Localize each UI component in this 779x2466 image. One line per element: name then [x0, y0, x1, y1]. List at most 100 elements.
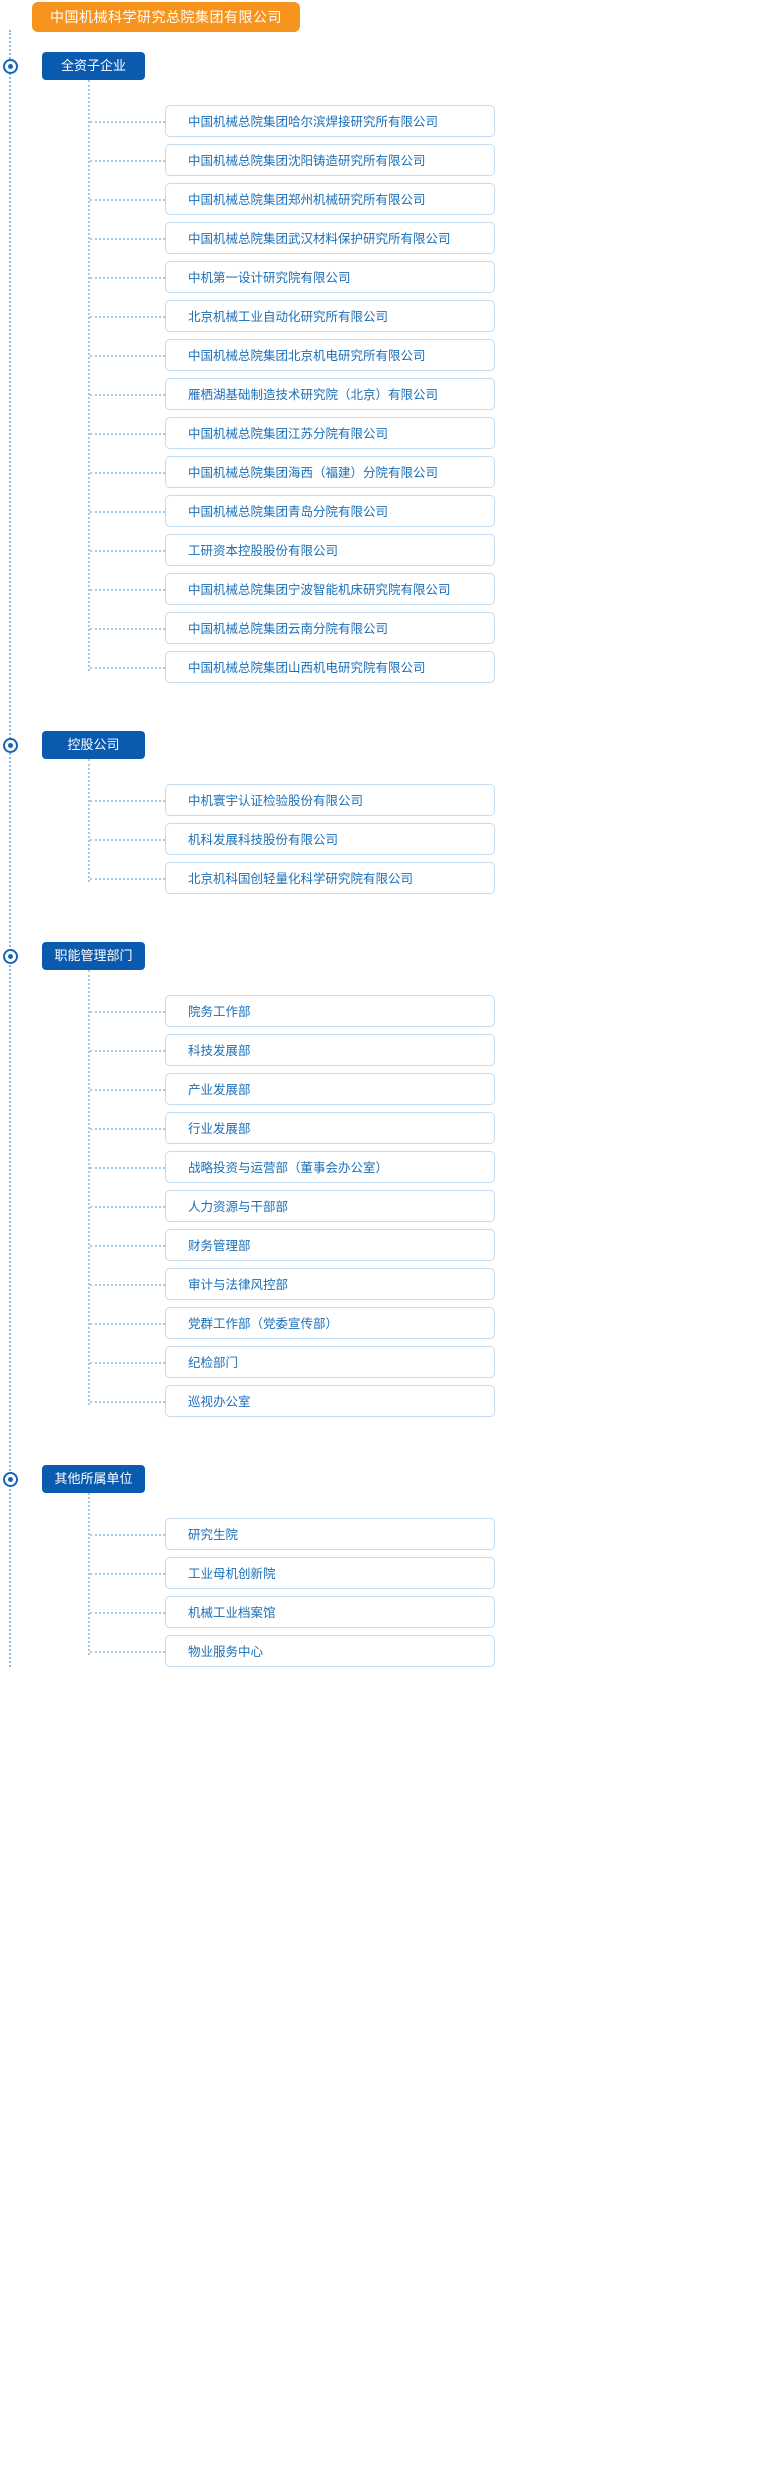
connector-line — [90, 667, 165, 669]
org-unit-label: 中机第一设计研究院有限公司 — [188, 271, 351, 285]
org-item-row: 科技发展部 — [0, 1031, 779, 1070]
node-dot-icon — [3, 738, 18, 753]
connector-line — [90, 238, 165, 240]
section-2: 控股公司中机寰宇认证检验股份有限公司机科发展科技股份有限公司北京机科国创轻量化科… — [0, 711, 779, 916]
org-unit-label: 行业发展部 — [188, 1122, 251, 1136]
org-unit-box[interactable]: 院务工作部 — [165, 995, 495, 1027]
org-item-row: 中国机械总院集团郑州机械研究所有限公司 — [0, 180, 779, 219]
org-unit-box[interactable]: 中国机械总院集团郑州机械研究所有限公司 — [165, 183, 495, 215]
org-item-row: 中国机械总院集团江苏分院有限公司 — [0, 414, 779, 453]
org-item-row: 院务工作部 — [0, 992, 779, 1031]
org-unit-box[interactable]: 党群工作部（党委宣传部） — [165, 1307, 495, 1339]
org-item-row: 战略投资与运营部（董事会办公室） — [0, 1148, 779, 1187]
org-item-row: 物业服务中心 — [0, 1632, 779, 1671]
org-unit-box[interactable]: 北京机科国创轻量化科学研究院有限公司 — [165, 862, 495, 894]
org-unit-box[interactable]: 战略投资与运营部（董事会办公室） — [165, 1151, 495, 1183]
org-item-row: 中国机械总院集团青岛分院有限公司 — [0, 492, 779, 531]
org-unit-box[interactable]: 科技发展部 — [165, 1034, 495, 1066]
org-unit-box[interactable]: 产业发展部 — [165, 1073, 495, 1105]
org-unit-label: 科技发展部 — [188, 1044, 251, 1058]
connector-line — [90, 1573, 165, 1575]
connector-line — [90, 316, 165, 318]
org-unit-label: 审计与法律风控部 — [188, 1278, 289, 1292]
connector-line — [90, 199, 165, 201]
org-unit-label: 中国机械总院集团云南分院有限公司 — [188, 622, 389, 636]
org-unit-box[interactable]: 中国机械总院集团武汉材料保护研究所有限公司 — [165, 222, 495, 254]
section-title-4[interactable]: 其他所属单位 — [42, 1465, 145, 1493]
connector-line — [90, 394, 165, 396]
org-item-row: 中国机械总院集团宁波智能机床研究院有限公司 — [0, 570, 779, 609]
org-unit-box[interactable]: 中国机械总院集团海西（福建）分院有限公司 — [165, 456, 495, 488]
connector-line — [90, 1284, 165, 1286]
org-item-row: 纪检部门 — [0, 1343, 779, 1382]
org-unit-box[interactable]: 中国机械总院集团宁波智能机床研究院有限公司 — [165, 573, 495, 605]
org-unit-box[interactable]: 雁栖湖基础制造技术研究院（北京）有限公司 — [165, 378, 495, 410]
section-header-row: 全资子企业 — [0, 32, 779, 102]
section-spacer — [0, 1421, 779, 1439]
org-unit-box[interactable]: 机械工业档案馆 — [165, 1596, 495, 1628]
org-unit-box[interactable]: 财务管理部 — [165, 1229, 495, 1261]
org-item-row: 人力资源与干部部 — [0, 1187, 779, 1226]
org-unit-box[interactable]: 中国机械总院集团青岛分院有限公司 — [165, 495, 495, 527]
org-unit-label: 机械工业档案馆 — [188, 1606, 276, 1620]
org-unit-label: 巡视办公室 — [188, 1395, 251, 1409]
section-spacer — [0, 687, 779, 705]
org-unit-label: 中国机械总院集团海西（福建）分院有限公司 — [188, 466, 439, 480]
org-unit-box[interactable]: 审计与法律风控部 — [165, 1268, 495, 1300]
section-items: 中国机械总院集团哈尔滨焊接研究所有限公司中国机械总院集团沈阳铸造研究所有限公司中… — [0, 80, 779, 687]
sections-container: 全资子企业中国机械总院集团哈尔滨焊接研究所有限公司中国机械总院集团沈阳铸造研究所… — [0, 32, 779, 1671]
section-title-3[interactable]: 职能管理部门 — [42, 942, 145, 970]
org-unit-label: 中国机械总院集团山西机电研究院有限公司 — [188, 661, 426, 675]
org-unit-box[interactable]: 中国机械总院集团云南分院有限公司 — [165, 612, 495, 644]
org-unit-box[interactable]: 中机第一设计研究院有限公司 — [165, 261, 495, 293]
connector-line — [90, 878, 165, 880]
org-item-row: 中国机械总院集团哈尔滨焊接研究所有限公司 — [0, 102, 779, 141]
org-unit-box[interactable]: 纪检部门 — [165, 1346, 495, 1378]
org-item-row: 中国机械总院集团北京机电研究所有限公司 — [0, 336, 779, 375]
section-4: 其他所属单位研究生院工业母机创新院机械工业档案馆物业服务中心 — [0, 1445, 779, 1671]
org-item-row: 中机寰宇认证检验股份有限公司 — [0, 781, 779, 820]
org-unit-box[interactable]: 工业母机创新院 — [165, 1557, 495, 1589]
section-title-2[interactable]: 控股公司 — [42, 731, 145, 759]
org-unit-box[interactable]: 中国机械总院集团江苏分院有限公司 — [165, 417, 495, 449]
org-unit-label: 财务管理部 — [188, 1239, 251, 1253]
section-title-1[interactable]: 全资子企业 — [42, 52, 145, 80]
org-unit-box[interactable]: 人力资源与干部部 — [165, 1190, 495, 1222]
org-unit-box[interactable]: 中国机械总院集团山西机电研究院有限公司 — [165, 651, 495, 683]
connector-line — [90, 1362, 165, 1364]
org-unit-box[interactable]: 中国机械总院集团哈尔滨焊接研究所有限公司 — [165, 105, 495, 137]
org-unit-box[interactable]: 研究生院 — [165, 1518, 495, 1550]
org-unit-box[interactable]: 工研资本控股股份有限公司 — [165, 534, 495, 566]
section-header-row: 其他所属单位 — [0, 1445, 779, 1515]
org-unit-box[interactable]: 中国机械总院集团北京机电研究所有限公司 — [165, 339, 495, 371]
org-unit-label: 中国机械总院集团哈尔滨焊接研究所有限公司 — [188, 115, 439, 129]
org-item-row: 北京机科国创轻量化科学研究院有限公司 — [0, 859, 779, 898]
org-unit-box[interactable]: 中机寰宇认证检验股份有限公司 — [165, 784, 495, 816]
org-item-row: 机械工业档案馆 — [0, 1593, 779, 1632]
org-chart: 中国机械科学研究总院集团有限公司 全资子企业中国机械总院集团哈尔滨焊接研究所有限… — [0, 2, 779, 1671]
section-items: 中机寰宇认证检验股份有限公司机科发展科技股份有限公司北京机科国创轻量化科学研究院… — [0, 759, 779, 898]
root-node-company[interactable]: 中国机械科学研究总院集团有限公司 — [32, 2, 300, 32]
connector-line — [90, 1534, 165, 1536]
connector-line — [90, 472, 165, 474]
org-unit-box[interactable]: 巡视办公室 — [165, 1385, 495, 1417]
org-unit-box[interactable]: 机科发展科技股份有限公司 — [165, 823, 495, 855]
org-item-row: 研究生院 — [0, 1515, 779, 1554]
org-unit-label: 党群工作部（党委宣传部） — [188, 1317, 339, 1331]
connector-line — [90, 839, 165, 841]
org-item-row: 工业母机创新院 — [0, 1554, 779, 1593]
org-unit-box[interactable]: 中国机械总院集团沈阳铸造研究所有限公司 — [165, 144, 495, 176]
org-unit-label: 中国机械总院集团江苏分院有限公司 — [188, 427, 389, 441]
section-header-row: 控股公司 — [0, 711, 779, 781]
org-unit-box[interactable]: 北京机械工业自动化研究所有限公司 — [165, 300, 495, 332]
org-item-row: 北京机械工业自动化研究所有限公司 — [0, 297, 779, 336]
connector-line — [90, 1128, 165, 1130]
org-unit-label: 中国机械总院集团宁波智能机床研究院有限公司 — [188, 583, 451, 597]
connector-line — [90, 550, 165, 552]
org-unit-box[interactable]: 物业服务中心 — [165, 1635, 495, 1667]
org-unit-box[interactable]: 行业发展部 — [165, 1112, 495, 1144]
org-item-row: 财务管理部 — [0, 1226, 779, 1265]
org-unit-label: 纪检部门 — [188, 1356, 239, 1370]
org-item-row: 党群工作部（党委宣传部） — [0, 1304, 779, 1343]
connector-line — [90, 1050, 165, 1052]
